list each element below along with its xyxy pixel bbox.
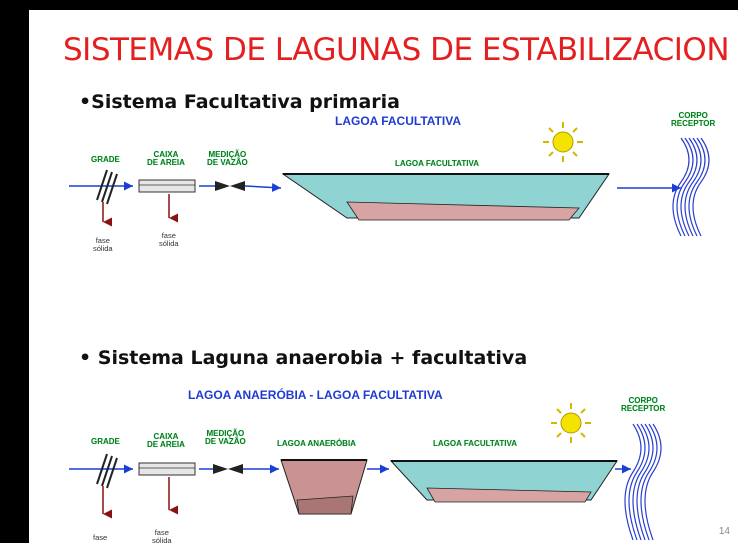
- system2-sun-icon: [551, 403, 591, 443]
- system1-caixa-icon: [138, 179, 196, 193]
- system1-flow-line: [69, 181, 681, 193]
- system1-bullet: •Sistema Facultativa primaria: [79, 91, 400, 113]
- system2-lagoa-facultativa: [389, 460, 618, 503]
- system2-caixa-label: CAIXA DE AREIA: [147, 432, 185, 449]
- system1-fase1-label: fase sólida: [93, 236, 113, 253]
- system1-medicao-label: MEDIÇÃO DE VAZÃO: [207, 150, 248, 167]
- system2-medicao-label: MEDIÇÃO DE VAZÃO: [205, 429, 246, 446]
- system1-corpo-receptor-icon: [672, 137, 710, 237]
- system2-lagoa-anaerobia-label: LAGOA ANAERÓBIA: [277, 439, 356, 448]
- slide: SISTEMAS DE LAGUNAS DE ESTABILIZACION •S…: [26, 8, 738, 543]
- system1-medicao-icon: [215, 181, 245, 191]
- slide-title: SISTEMAS DE LAGUNAS DE ESTABILIZACION: [63, 32, 730, 68]
- system1-lagoa-facultativa: [281, 173, 610, 221]
- system2-corpo-label: CORPO RECEPTOR: [621, 396, 666, 413]
- system2-caixa-icon: [138, 462, 196, 476]
- system1-grade-icon: [96, 169, 118, 205]
- system1-fase2-label: fase sólida: [159, 231, 179, 248]
- system1-fase-arrows: [102, 194, 178, 227]
- system1-corpo-label: CORPO RECEPTOR: [671, 111, 716, 128]
- system1-sun-icon: [543, 122, 583, 162]
- process-diagram: [69, 122, 710, 541]
- system2-grade-label: GRADE: [91, 437, 120, 446]
- page-number: 14: [718, 526, 730, 537]
- system2-fase2-label: fase sólida: [152, 528, 172, 543]
- system1-header: LAGOA FACULTATIVA: [335, 114, 461, 128]
- system2-header: LAGOA ANAERÓBIA - LAGOA FACULTATIVA: [188, 388, 443, 402]
- system2-lagoa-facultativa-label: LAGOA FACULTATIVA: [433, 439, 517, 448]
- system2-fase1-label: fase: [93, 533, 108, 542]
- system1-lagoa-label: LAGOA FACULTATIVA: [395, 159, 479, 168]
- system2-lagoa-anaerobia: [280, 459, 368, 515]
- system2-bullet: • Sistema Laguna anaerobia + facultativa: [79, 347, 528, 369]
- system2-grade-icon: [96, 453, 118, 489]
- system2-medicao-icon: [213, 464, 243, 474]
- system1-grade-label: GRADE: [91, 155, 120, 164]
- system2-fase-arrows: [102, 477, 178, 519]
- system1-caixa-label: CAIXA DE AREIA: [147, 150, 185, 167]
- system2-corpo-receptor-icon: [624, 423, 662, 541]
